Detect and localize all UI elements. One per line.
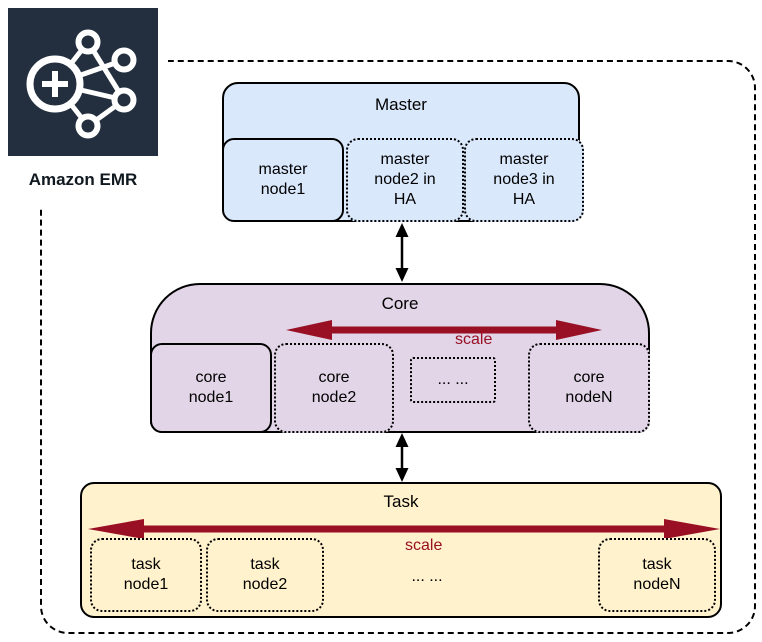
connector-master-core xyxy=(395,223,409,282)
node-task-nodeN-label: task nodeN xyxy=(633,556,681,593)
task-scale-label: scale xyxy=(405,537,443,554)
task-ellipsis-text: ... ... xyxy=(411,568,443,585)
node-master-node1-label: master node1 xyxy=(258,161,308,198)
node-core-node2: core node2 xyxy=(274,343,394,433)
node-core-node2-label: core node2 xyxy=(311,369,357,406)
connector-core-task xyxy=(395,433,409,482)
node-core-node1-label: core node1 xyxy=(188,369,234,406)
node-master-node2: master node2 in HA xyxy=(346,138,464,222)
core-scale-arrow xyxy=(286,320,602,340)
node-task-node2-label: task node2 xyxy=(242,556,288,593)
master-title: Master xyxy=(375,95,427,114)
core-title: Core xyxy=(381,294,419,313)
node-core-node1: core node1 xyxy=(150,343,272,433)
node-master-node3: master node3 in HA xyxy=(464,138,584,222)
amazon-emr-icon xyxy=(8,8,158,156)
node-task-nodeN: task nodeN xyxy=(598,538,716,612)
node-task-node1-label: task node1 xyxy=(123,556,169,593)
core-ellipsis-text: ... ... xyxy=(437,371,469,388)
node-master-node3-label: master node3 in HA xyxy=(493,151,555,208)
task-scale-arrow xyxy=(88,519,720,539)
emr-logo-block: Amazon EMR xyxy=(0,0,168,206)
master-group: Master master node1 master node2 in HA m… xyxy=(222,82,584,222)
node-master-node1: master node1 xyxy=(222,138,344,222)
core-group: Core scale core node1 core node2 ... ...… xyxy=(150,283,650,433)
node-master-node2-label: master node2 in HA xyxy=(374,151,436,208)
node-core-nodeN-label: core nodeN xyxy=(565,369,613,406)
node-task-node1: task node1 xyxy=(90,538,202,612)
task-group: Task scale task node1 task node2 ... ...… xyxy=(80,482,722,618)
emr-network-glyph xyxy=(26,29,137,139)
node-task-node2: task node2 xyxy=(206,538,324,612)
emr-label: Amazon EMR xyxy=(28,170,138,189)
cluster-boundary xyxy=(40,60,756,634)
task-title: Task xyxy=(383,492,419,511)
node-core-nodeN: core nodeN xyxy=(528,343,650,433)
core-scale-label: scale xyxy=(455,331,493,348)
core-ellipsis-box: ... ... xyxy=(410,357,496,403)
